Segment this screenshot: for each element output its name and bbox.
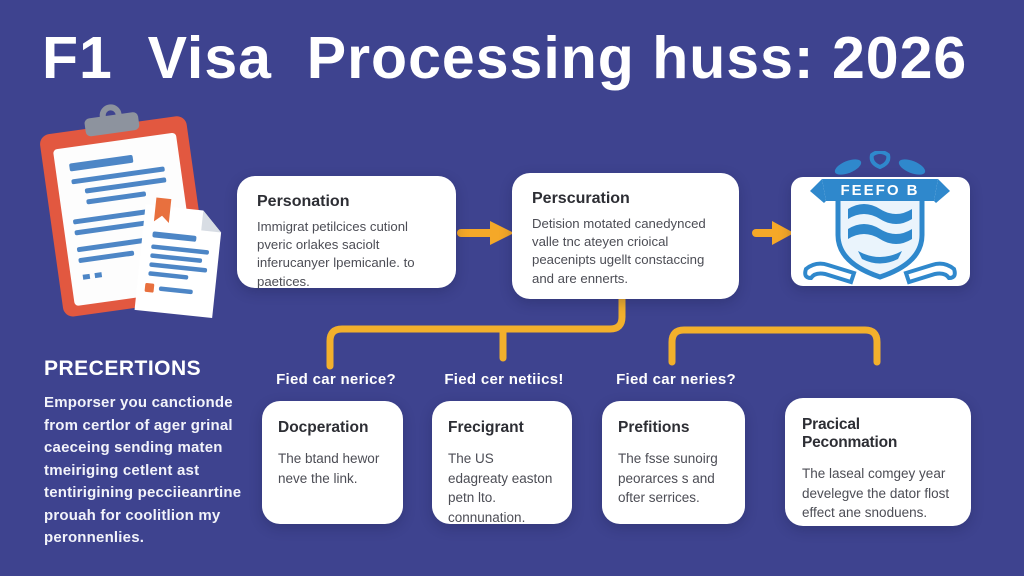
info-card-1: Docperation The btand hewor neve the lin… (262, 401, 403, 524)
flow-step-card-2: Perscuration Detision motated canedynced… (512, 173, 739, 299)
info-card-2: Frecigrant The US edagreaty easton petn … (432, 401, 572, 525)
section-heading: PRECERTIONS (44, 357, 202, 380)
arrow-right-icon (457, 221, 514, 245)
question-label-2: Fied cer netiics! (444, 371, 564, 388)
info-card-4: Pracical Peconmation The laseal comgey y… (785, 398, 971, 526)
section-body: Emporser you canctionde from certlor of … (44, 394, 242, 546)
university-crest-icon: FEEFO B (803, 151, 957, 285)
step-title: Personation (257, 193, 350, 210)
step-title: Perscuration (532, 190, 630, 207)
question-label-1: Fied car nerice? (276, 371, 396, 388)
card-body: The laseal comgey year develegve the dat… (802, 466, 950, 521)
card-body: The btand hewor neve the link. (278, 451, 380, 486)
precautions-section: PRECERTIONS Emporser you canctionde from… (44, 357, 266, 550)
card-body: The US edagreaty easton petn lto. connun… (448, 451, 553, 525)
connector-bracket (326, 295, 881, 370)
badge-text: FEEFO B (840, 182, 919, 199)
card-title: Prefitions (618, 419, 690, 436)
arrow-right-icon (752, 221, 794, 245)
step-body: Immigrat petilcices cutionl pveric orlak… (257, 219, 415, 289)
page-title: F1 Visa Processing huss: 2026 (42, 25, 968, 91)
question-label-3: Fied car neries? (616, 371, 736, 388)
info-card-3: Prefitions The fsse sunoirg peorarces s … (602, 401, 745, 524)
flow-step-card-1: Personation Immigrat petilcices cutionl … (237, 176, 456, 289)
step-body: Detision motated canedynced valle tnc at… (532, 216, 706, 286)
card-body: The fsse sunoirg peorarces s and ofter s… (618, 451, 718, 506)
card-title: Pracical Peconmation (802, 416, 898, 451)
clipboard-documents-illustration (40, 104, 222, 318)
card-title: Docperation (278, 419, 369, 436)
card-title: Frecigrant (448, 419, 524, 436)
